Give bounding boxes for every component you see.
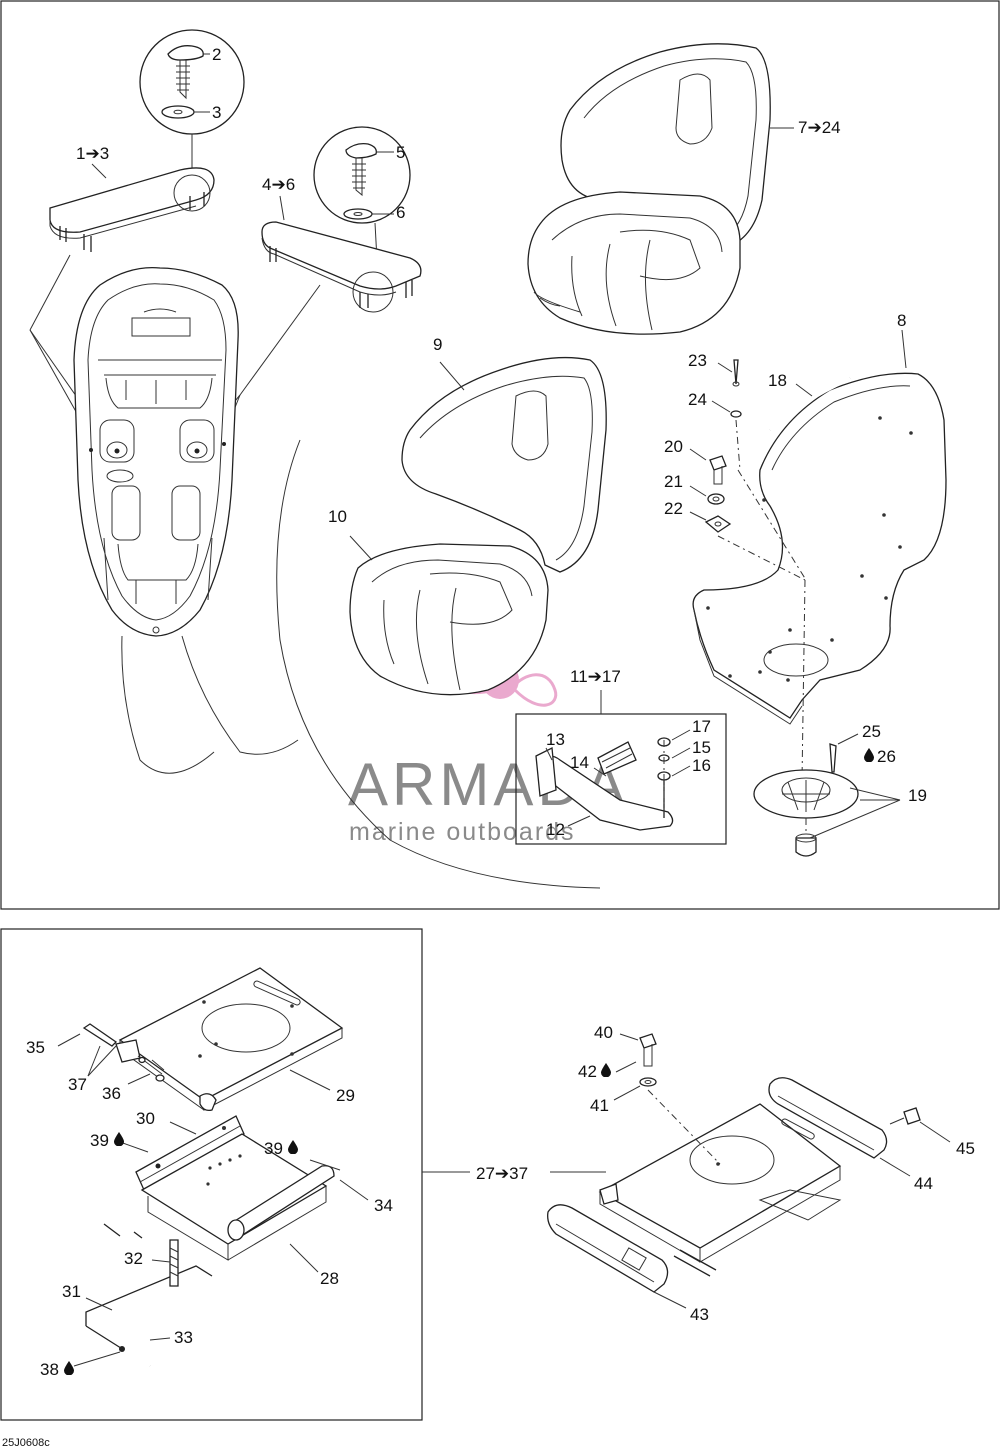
callout-4-6: 4➔6 xyxy=(262,175,295,194)
slider-rail-exploded xyxy=(57,967,369,1368)
callout-29: 29 xyxy=(336,1086,355,1105)
callout-27-37: 27➔37 xyxy=(476,1164,528,1183)
callout-22: 22 xyxy=(664,499,683,518)
callout-3: 3 xyxy=(212,103,221,122)
slider-assembled xyxy=(547,1033,951,1309)
callout-45: 45 xyxy=(956,1139,975,1158)
callout-6: 6 xyxy=(396,203,405,222)
callout-9: 9 xyxy=(433,335,442,354)
swivel-base xyxy=(753,733,901,857)
callout-34: 34 xyxy=(374,1196,393,1215)
detail-circle-left xyxy=(139,29,245,172)
callout-12: 12 xyxy=(546,820,565,839)
callout-32: 32 xyxy=(124,1249,143,1268)
callout-39b: 39 xyxy=(264,1139,283,1158)
callout-37: 37 xyxy=(68,1075,87,1094)
callout-7-24: 7➔24 xyxy=(798,118,841,137)
adhesive-drop-icon xyxy=(114,1132,124,1146)
callout-5: 5 xyxy=(396,143,405,162)
callout-19: 19 xyxy=(908,786,927,805)
adhesive-drop-icon xyxy=(601,1063,611,1077)
callout-26: 26 xyxy=(877,747,896,766)
callout-20: 20 xyxy=(664,437,683,456)
seat-cushion xyxy=(349,535,549,696)
watermark-tagline: marine outboards xyxy=(349,818,576,846)
callout-1-3: 1➔3 xyxy=(76,144,109,163)
armrest-left xyxy=(49,167,215,252)
callout-10: 10 xyxy=(328,507,347,526)
callout-28: 28 xyxy=(320,1269,339,1288)
callout-39a: 39 xyxy=(90,1131,109,1150)
seat-hardware-leaders xyxy=(689,362,733,521)
callout-17: 17 xyxy=(692,717,711,736)
callout-16: 16 xyxy=(692,756,711,775)
callout-24: 24 xyxy=(688,390,707,409)
boat-deck-top-view xyxy=(73,266,299,774)
callout-14: 14 xyxy=(570,753,589,772)
callout-2: 2 xyxy=(212,45,221,64)
callout-25: 25 xyxy=(862,722,881,741)
seat-assembly xyxy=(527,43,794,335)
adhesive-drop-icon xyxy=(288,1140,298,1154)
figure-code: 25J0608c xyxy=(2,1437,50,1449)
callout-30: 30 xyxy=(136,1109,155,1128)
lower-panel-frame xyxy=(0,928,423,1421)
callout-23: 23 xyxy=(688,351,707,370)
callout-44: 44 xyxy=(914,1174,933,1193)
callout-labels: 1➔3 2 3 4➔6 5 6 7➔24 8 9 10 11➔17 12 13 … xyxy=(26,45,975,1379)
seat-shell xyxy=(692,329,947,725)
callout-40: 40 xyxy=(594,1023,613,1042)
backrest xyxy=(401,356,607,573)
hinge-rod xyxy=(768,375,852,432)
callout-43: 43 xyxy=(690,1305,709,1324)
callout-18: 18 xyxy=(768,371,787,390)
callout-11-17: 11➔17 xyxy=(570,667,621,686)
adhesive-drop-icon xyxy=(864,748,874,762)
detail-circle-right xyxy=(313,126,411,261)
callout-42: 42 xyxy=(578,1062,597,1081)
callout-13: 13 xyxy=(546,730,565,749)
armrest-right xyxy=(261,221,422,313)
assembly-arc xyxy=(276,439,601,889)
callout-35: 35 xyxy=(26,1038,45,1057)
callout-15: 15 xyxy=(692,738,711,757)
slider-kit-box xyxy=(515,690,727,845)
callout-33: 33 xyxy=(174,1328,193,1347)
adhesive-drop-icon xyxy=(64,1361,74,1375)
callout-31: 31 xyxy=(62,1282,81,1301)
seat-hardware-stack xyxy=(704,359,807,781)
callout-41: 41 xyxy=(590,1096,609,1115)
callout-36: 36 xyxy=(102,1084,121,1103)
callout-21: 21 xyxy=(664,472,683,491)
callout-8: 8 xyxy=(897,311,906,330)
upper-panel-frame xyxy=(0,0,1000,910)
callout-38: 38 xyxy=(40,1360,59,1379)
